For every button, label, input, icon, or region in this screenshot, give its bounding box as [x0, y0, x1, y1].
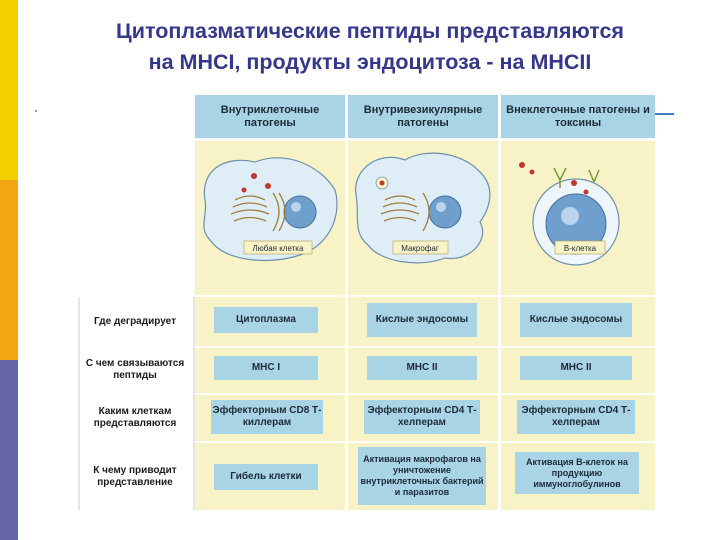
cell-mhc-2: MHC II [367, 356, 477, 380]
cell-degradation-2: Кислые эндосомы [367, 303, 477, 337]
cell-degradation-3: Кислые эндосомы [520, 303, 632, 337]
cell-target-3: Эффекторным CD4 Т-хелперам [517, 400, 635, 434]
cell-mhc-1: MHC I [214, 356, 318, 380]
decor-line [652, 113, 674, 115]
any-cell-illustration: Любая клетка [203, 157, 338, 262]
row-label-presented-to: Каким клеткам представляются [93, 405, 177, 429]
b-cell-label: В-клетка [564, 244, 597, 253]
column-divider-2 [498, 95, 501, 510]
decor-stripe-yellow [0, 0, 18, 180]
decor-dot [35, 110, 37, 112]
column-header-2: Внутривезикулярные патогены [348, 95, 498, 138]
slide-title-line2: на МНСI, продукты эндоцитоза - на МНСII [148, 50, 592, 74]
cell-mhc-3: MHC II [520, 356, 632, 380]
macrophage-illustration: Макрофаг [355, 152, 491, 264]
row-divider-4 [80, 441, 655, 443]
row-label-column [78, 297, 193, 510]
slide-title: Цитоплазматические пептиды представляютс… [40, 16, 700, 78]
row-label-border-right [193, 297, 195, 510]
cell-outcome-3: Активация В-клеток на продукцию иммуногл… [515, 452, 639, 494]
column-divider-1 [345, 95, 348, 510]
macrophage-label: Макрофаг [401, 244, 439, 253]
row-label-degradation: Где деградирует [94, 315, 176, 327]
cell-outcome-2: Активация макрофагов на уничтожение внут… [358, 447, 486, 505]
row-label-border [78, 297, 80, 510]
cell-target-1: Эффекторным CD8 Т-киллерам [211, 400, 323, 434]
slide-title-line1: Цитоплазматические пептиды представляютс… [116, 19, 624, 43]
row-divider-0 [80, 138, 655, 140]
decor-stripe-purple [0, 360, 18, 540]
row-divider-1 [80, 295, 655, 297]
cell-outcome-1: Гибель клетки [214, 464, 318, 490]
cell-target-2: Эффекторным CD4 Т-хелперам [364, 400, 480, 434]
column-header-3: Внеклеточные патогены и токсины [501, 95, 655, 138]
row-label-binding: С чем связываются пептиды [85, 358, 185, 381]
row-divider-2 [80, 346, 655, 348]
column-header-1: Внутриклеточные патогены [195, 95, 345, 138]
decor-stripe-orange [0, 180, 18, 360]
cell-degradation-1: Цитоплазма [214, 307, 318, 333]
row-divider-3 [80, 393, 655, 395]
b-cell-illustration: В-клетка [519, 162, 620, 266]
row-label-outcome: К чему приводит представление [93, 464, 177, 488]
any-cell-label: Любая клетка [253, 244, 304, 253]
